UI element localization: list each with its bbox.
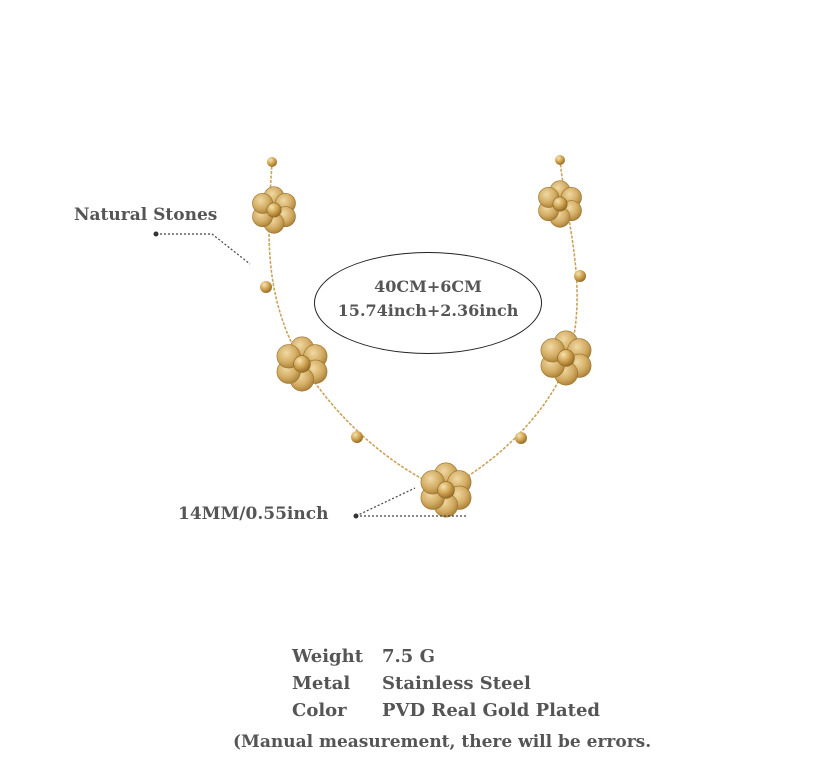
- measurement-disclaimer: (Manual measurement, there will be error…: [233, 732, 652, 752]
- bead: [260, 281, 272, 293]
- flower-charm: [538, 180, 582, 228]
- chain-right: [447, 159, 578, 489]
- spec-key: Color: [292, 700, 347, 721]
- flower-center-stone: [437, 481, 455, 499]
- length-cm: 40CM+6CM: [374, 277, 482, 296]
- bead: [267, 157, 277, 167]
- flower-center-stone: [266, 202, 282, 218]
- natural-stones-label: Natural Stones: [74, 205, 218, 225]
- length-callout: 40CM+6CM 15.74inch+2.36inch: [314, 252, 542, 354]
- spec-value: 7.5 G: [382, 646, 435, 667]
- flower-charm: [276, 336, 328, 392]
- flower-center-stone: [557, 349, 575, 367]
- spec-key: Metal: [292, 673, 351, 694]
- bead: [574, 270, 586, 282]
- spec-value: PVD Real Gold Plated: [382, 700, 601, 721]
- spec-table: Weight 7.5 G Metal Stainless Steel Color PV…: [292, 646, 600, 727]
- length-inch: 15.74inch+2.36inch: [337, 301, 519, 320]
- bead-group: [260, 155, 586, 444]
- spec-row-weight: Weight 7.5 G: [292, 646, 600, 673]
- flower-center-stone: [552, 196, 568, 212]
- flower-charm: [252, 186, 296, 234]
- size-pointer-dot: [353, 513, 359, 519]
- flower-charm: [420, 462, 472, 518]
- flower-charms: [252, 180, 592, 518]
- bead: [515, 432, 527, 444]
- charm-size-label: 14MM/0.55inch: [178, 504, 329, 524]
- annotation-lines: [156, 233, 466, 517]
- bead: [555, 155, 565, 165]
- bead: [351, 431, 363, 443]
- flower-charm: [540, 330, 592, 386]
- stones-pointer-line: [156, 233, 251, 265]
- stones-pointer-dot: [153, 231, 159, 237]
- spec-row-color: Color PVD Real Gold Plated: [292, 700, 600, 727]
- spec-key: Weight: [292, 646, 364, 667]
- spec-row-metal: Metal Stainless Steel: [292, 673, 600, 700]
- spec-value: Stainless Steel: [382, 673, 531, 694]
- flower-center-stone: [293, 355, 311, 373]
- size-pointer-line: [355, 487, 416, 517]
